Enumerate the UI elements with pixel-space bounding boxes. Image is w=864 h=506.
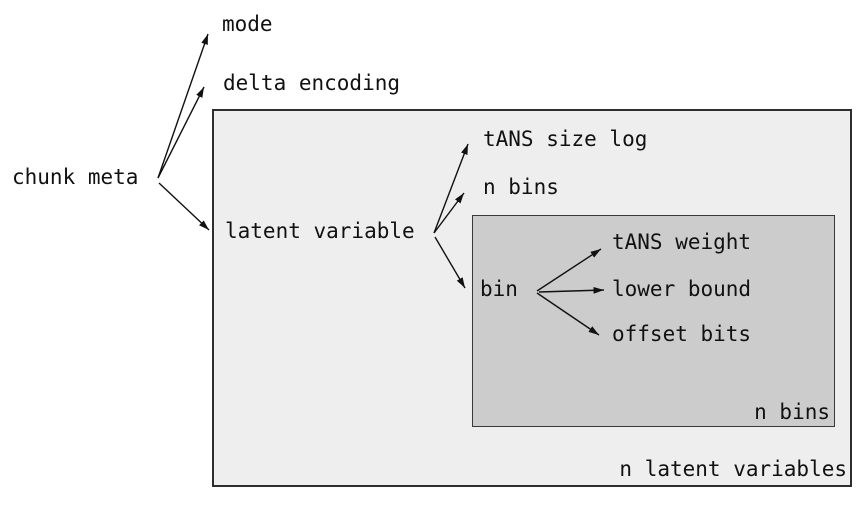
mode-label: mode xyxy=(222,12,273,37)
bin-box-count-label: n bins xyxy=(754,400,830,425)
tans-weight-label: tANS weight xyxy=(612,230,752,255)
arrow-chunk-meta-to-delta-encoding xyxy=(157,86,205,179)
bin-label: bin xyxy=(480,277,518,302)
offset-bits-label: offset bits xyxy=(612,322,752,347)
latent-variable-label: latent variable xyxy=(225,219,415,244)
lower-bound-label: lower bound xyxy=(612,277,752,302)
delta-encoding-label: delta encoding xyxy=(223,71,401,96)
chunk-meta-label: chunk meta xyxy=(12,165,139,190)
arrow-chunk-meta-to-latent-variable xyxy=(158,182,210,231)
arrow-chunk-meta-to-mode xyxy=(157,33,209,179)
n-bins-label: n bins xyxy=(483,175,559,200)
latent-box-count-label: n latent variables xyxy=(619,457,847,482)
tans-size-log-label: tANS size log xyxy=(483,127,648,152)
bin-box xyxy=(472,215,835,427)
